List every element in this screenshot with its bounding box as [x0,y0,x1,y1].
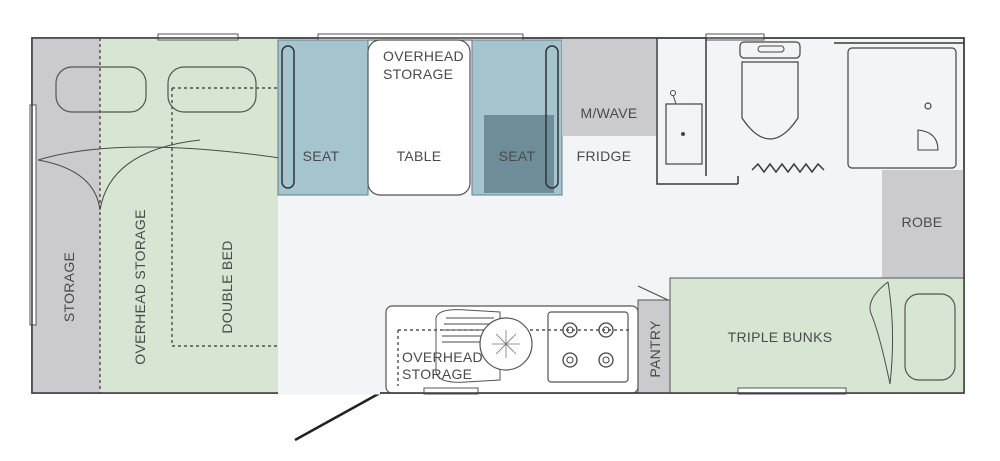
sink-drain-icon [492,330,520,358]
pillow-left [55,66,147,113]
triple-bunks [669,277,965,394]
label-table: TABLE [397,148,442,164]
sink [665,103,703,165]
shower-drain [924,102,932,110]
cooktop [547,311,629,383]
table [367,39,471,196]
label-storage: STORAGE [61,252,77,322]
rear-storage [32,38,100,393]
bed-area [100,38,278,393]
microwave [562,38,656,136]
burner-icons [562,322,614,368]
shower-door-swing [917,129,939,151]
pantry [637,299,671,394]
seat-left-cushion [281,45,295,189]
seat-right-cushion [545,45,559,189]
seat-left [277,39,369,196]
label-seat-right: SEAT [499,148,536,164]
window-bunks [737,387,847,395]
label-triple-bunks: TRIPLE BUNKS [728,329,833,345]
shower-tray [847,47,957,169]
tap-icon [671,91,682,105]
outer-wall [31,37,965,394]
window-top-bed [157,33,239,41]
label-double-bed: DOUBLE BED [219,240,235,333]
label-overhead-storage-top-line1: OVERHEAD [383,48,464,64]
entry-door [294,391,381,442]
label-overhead-storage-kitchen-line2: STORAGE [402,366,472,382]
seat-right-dark [484,115,554,193]
pillow-right [167,66,257,113]
label-fridge: FRIDGE [577,148,632,164]
sink-drain [681,132,685,136]
window-top-dinette [317,33,524,41]
label-overhead-storage-top-line2: STORAGE [383,66,453,82]
window-top-bathroom [705,33,765,41]
bed-fold-curve-left [37,159,101,211]
bathroom-wall [656,38,738,185]
label-robe: ROBE [902,214,943,230]
pantry-door-line [637,285,669,301]
rear-window [29,104,37,326]
bed-fold-curve-top [37,146,281,161]
label-overhead-storage-left: OVERHEAD STORAGE [132,209,148,364]
concertina-door [751,162,825,174]
toilet-bowl [741,61,799,140]
bunk-fold-line [887,281,894,385]
robe [882,170,964,278]
toilet-cistern [739,41,801,59]
bunk-fold-curve [869,281,891,385]
label-overhead-storage-kitchen-line1: OVERHEAD [402,349,483,365]
toilet-flush [757,45,785,53]
bunk-pillow [904,293,956,381]
label-seat-left: SEAT [303,148,340,164]
label-microwave: M/WAVE [580,105,637,121]
bed-fold-curve-inner [99,139,201,211]
label-pantry: PANTRY [647,320,663,378]
tap-handle [670,90,676,96]
window-kitchen [423,387,479,395]
sink-drainer [435,309,501,383]
